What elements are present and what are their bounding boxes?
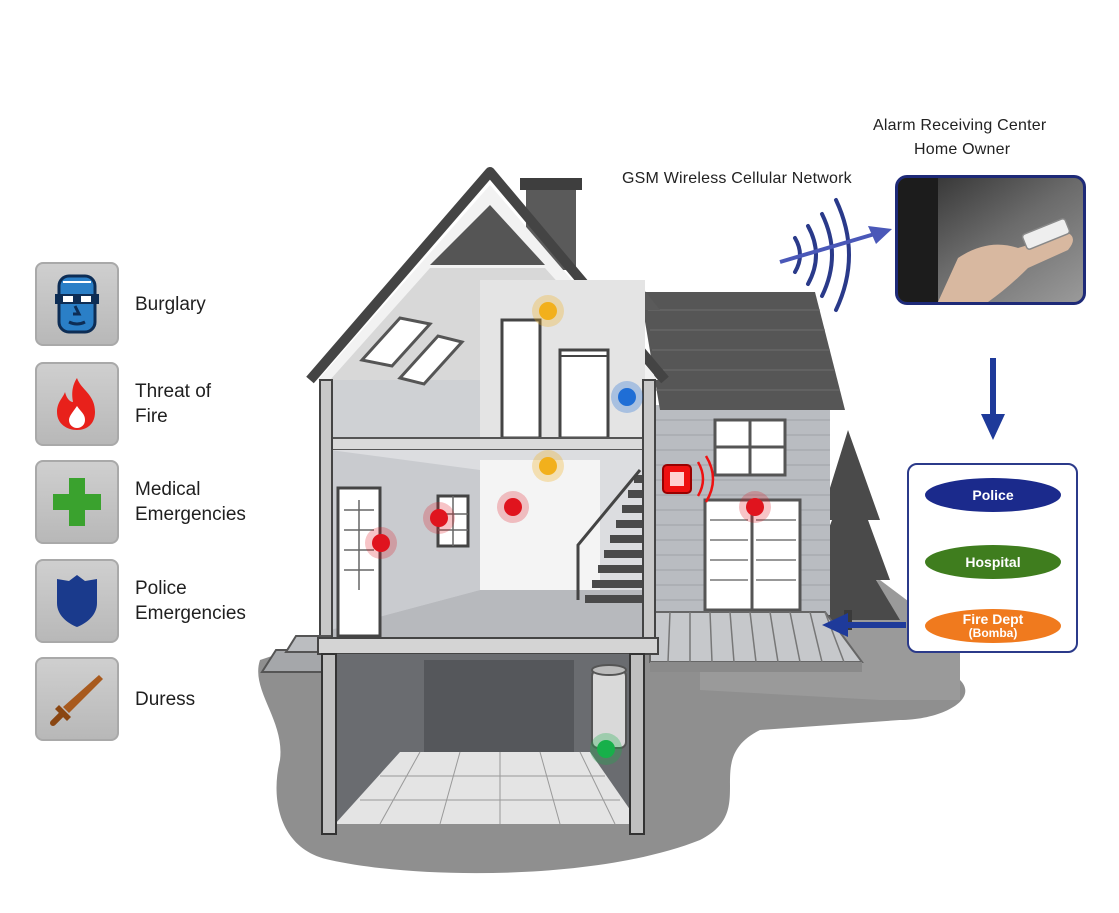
police-badge-icon (57, 575, 97, 627)
sensor-red-1 (365, 527, 397, 559)
phone-photo (895, 175, 1086, 305)
hospital-responder: Hospital (925, 545, 1061, 579)
receiver-label-line2: Home Owner (914, 141, 1011, 158)
responder-sublabel: (Bomba) (968, 626, 1018, 640)
legend-label: Duress (135, 688, 196, 710)
responders-panel: Police Hospital Fire Dept (Bomba) (907, 463, 1078, 653)
legend-item-fire: Threat of Fire (35, 362, 275, 446)
legend-tile (35, 559, 119, 643)
sensor-green (590, 733, 622, 765)
responder-label: Fire Dept (962, 611, 1024, 627)
sensor-red-2 (423, 502, 455, 534)
sensor-blue (611, 381, 643, 413)
burglar-icon (55, 274, 99, 334)
staircase (585, 475, 645, 603)
legend-label: Threat of Fire (135, 381, 212, 427)
legend-item-medical: Medical Emergencies (35, 460, 275, 544)
sensor-yellow-attic (532, 295, 564, 327)
right-wing (640, 292, 845, 615)
sword-icon (50, 675, 103, 726)
legend-tile (35, 460, 119, 544)
siren-icon (662, 455, 715, 503)
left-arrow-icon (822, 613, 906, 637)
deck (649, 611, 864, 672)
sensor-yellow-hall (532, 450, 564, 482)
legend-tile (35, 657, 119, 741)
responder-label: Hospital (965, 554, 1021, 570)
hand-phone-image (898, 178, 1083, 302)
legend-label: Burglary (135, 293, 206, 315)
legend-label: Medical Emergencies (135, 479, 246, 525)
network-label: GSM Wireless Cellular Network (622, 170, 852, 187)
basement (321, 653, 645, 835)
receiver-label-line1: Alarm Receiving Center (873, 117, 1047, 134)
signal-arrow-head (868, 226, 892, 244)
police-responder: Police (925, 478, 1061, 512)
legend-tile (35, 362, 119, 446)
legend-label: Police Emergencies (135, 578, 246, 624)
sensor-red-4 (739, 491, 771, 523)
main-house (260, 167, 669, 673)
responder-label: Police (972, 487, 1014, 503)
legend-tile (35, 262, 119, 346)
sensors (365, 295, 771, 765)
legend-item-duress: Duress (35, 657, 275, 741)
down-arrow-icon (981, 358, 1005, 440)
legend-item-police: Police Emergencies (35, 559, 275, 643)
fire-dept-responder: Fire Dept (Bomba) (925, 609, 1061, 643)
medical-cross-icon (53, 478, 101, 526)
fire-icon (57, 378, 95, 430)
legend-item-burglary: Burglary (35, 262, 275, 346)
sensor-red-3 (497, 491, 529, 523)
signal-arrow (779, 231, 879, 264)
